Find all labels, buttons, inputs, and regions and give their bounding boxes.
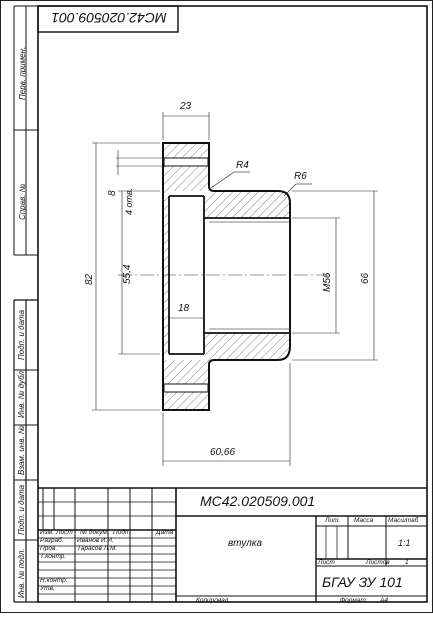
dim-66: 66 — [360, 272, 371, 284]
row-nkontr-role: Н.контр. — [40, 577, 68, 584]
dim-r4: R4 — [236, 160, 249, 171]
row-razrab-name: Иванов И.И. — [77, 537, 114, 544]
top-stamp-code: МС42.020509.001 — [51, 10, 167, 26]
side-label-podp2: Подп. и дата — [17, 484, 26, 535]
flange-section-top — [163, 143, 209, 191]
side-label-inv-dubl: Инв. № дубл. — [17, 368, 26, 418]
inner-frame — [37, 5, 428, 603]
bolt-hole-top — [163, 157, 209, 167]
top-stamp-box — [37, 5, 179, 33]
title-part-name: втулка — [228, 538, 263, 549]
side-label-perv: Перв. примен. — [18, 46, 27, 100]
dim-82: 82 — [84, 273, 95, 285]
row-tkontr-role: Т.контр. — [40, 553, 67, 560]
title-org: БГАУ ЗУ 101 — [322, 574, 403, 590]
row-utv-role: Утв. — [40, 585, 55, 592]
dim-18: 18 — [178, 303, 190, 314]
label-listov: Листов — [366, 559, 390, 566]
hub-section-top — [204, 191, 290, 218]
dim-r6: R6 — [294, 171, 307, 182]
dim-23: 23 — [180, 101, 192, 112]
footer-copy: Копировал — [196, 597, 229, 604]
dim-holes: 4 отв. — [124, 187, 134, 215]
row-prov-role: Пров. — [40, 545, 58, 552]
footer-format: Формат — [340, 597, 366, 604]
label-massa: Масса — [354, 517, 374, 524]
row-podp: Подп. — [113, 529, 131, 536]
dimension-lines — [92, 112, 378, 466]
row-date: Дата — [156, 529, 174, 536]
label-list: Лист — [318, 559, 335, 566]
side-column — [13, 5, 38, 603]
row-list: Лист — [56, 529, 73, 536]
label-masshtab: Масштаб — [388, 517, 419, 524]
side-label-vzam: Взам. инв. № — [17, 425, 26, 475]
side-label-podp1: Подп. и дата — [17, 309, 26, 360]
bore-wall-hatch — [163, 191, 169, 354]
dim-55-4: 55,4 — [122, 264, 133, 284]
dim-60-66: 60,66 — [210, 447, 236, 458]
row-izm: Изм. — [40, 529, 54, 536]
row-prov-name: Тарасов Л.М. — [77, 545, 118, 552]
dim-8: 8 — [107, 190, 118, 196]
footer-a4: А4 — [380, 597, 388, 604]
dim-m56: М56 — [322, 272, 333, 292]
value-listov: 1 — [405, 559, 409, 566]
side-label-sprav: Справ. № — [18, 183, 27, 220]
title-code: МС42.020509.001 — [200, 493, 316, 509]
hub-section-bottom — [204, 333, 290, 360]
title-block-grid — [38, 487, 427, 602]
part-outline — [162, 142, 291, 411]
bolt-hole-bottom — [163, 383, 209, 393]
value-scale: 1:1 — [398, 538, 411, 548]
side-label-inv-podl: Инв. № подл. — [17, 548, 26, 598]
row-doc: № докум. — [80, 529, 109, 536]
label-lit: Лит. — [325, 517, 341, 524]
row-razrab-role: Разраб. — [40, 537, 64, 544]
